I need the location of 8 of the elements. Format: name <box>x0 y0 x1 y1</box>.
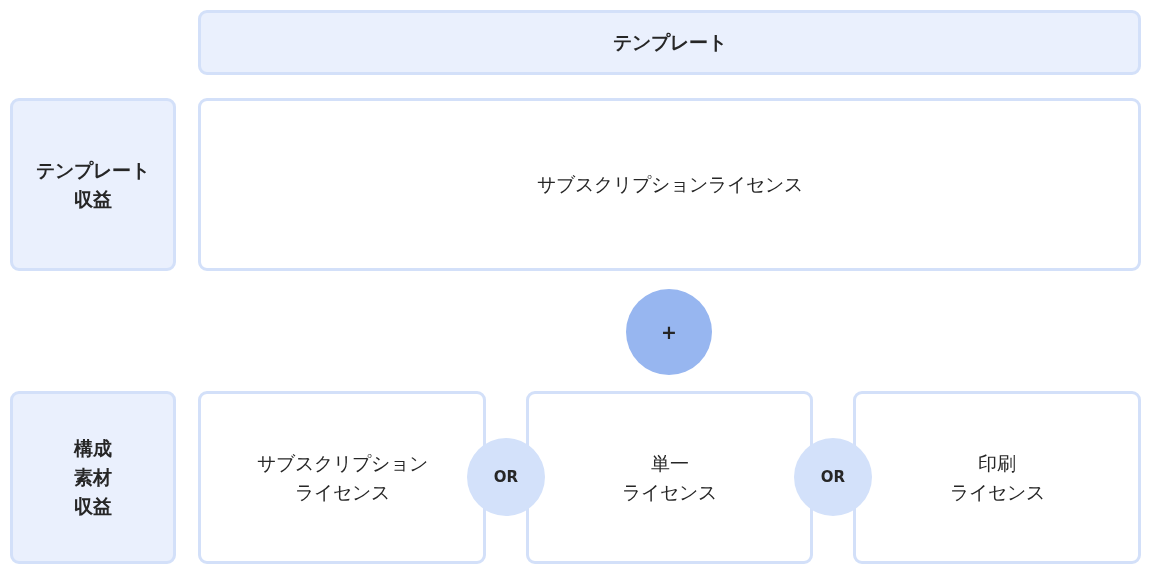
plus-circle: + <box>626 289 712 375</box>
license-box: サブスクリプションライセンス <box>198 391 486 564</box>
license-box: サブスクリプションライセンス <box>198 98 1141 271</box>
license-box: 単一ライセンス <box>526 391 813 564</box>
row-header: テンプレート収益 <box>10 98 176 271</box>
license-box: 印刷ライセンス <box>853 391 1141 564</box>
row-header: 構成素材収益 <box>10 391 176 564</box>
column-header: テンプレート <box>198 10 1141 75</box>
